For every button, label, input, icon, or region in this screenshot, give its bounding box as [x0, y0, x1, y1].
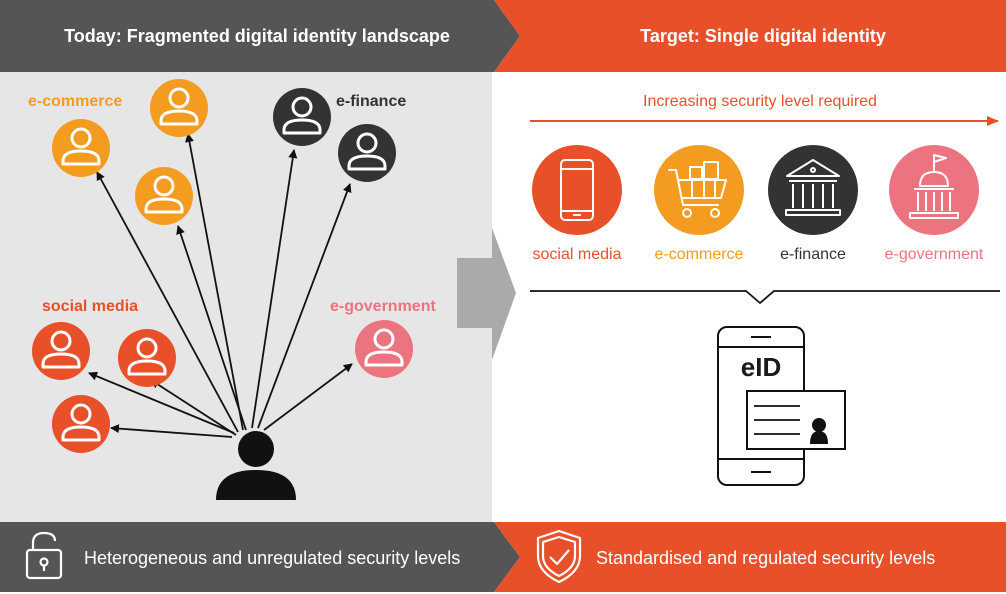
shield-check-icon	[536, 529, 582, 584]
left-footer-text: Heterogeneous and unregulated security l…	[84, 548, 460, 568]
user-circle-social	[32, 322, 90, 380]
user-circle-ecommerce	[135, 167, 193, 225]
user-circle-egov	[355, 320, 413, 378]
connection-arrows	[88, 133, 353, 438]
category-efinance: e-finance	[768, 145, 858, 263]
security-level-label: Increasing security level required	[643, 93, 877, 110]
user-circle-ecommerce	[150, 79, 208, 137]
user-circle-efinance	[338, 124, 396, 182]
user-circle-social	[52, 395, 110, 453]
left-header-bar	[0, 0, 520, 72]
left-header-title: Today: Fragmented digital identity lands…	[64, 26, 450, 46]
category-label: e-finance	[780, 246, 846, 263]
government-building-icon	[909, 154, 959, 219]
transition-arrow	[457, 228, 516, 360]
category-egovernment: e-government	[885, 145, 984, 263]
right-header-title: Target: Single digital identity	[640, 26, 886, 46]
group-label-ecommerce: e-commerce	[28, 93, 122, 110]
category-ecommerce: e-commerce	[654, 145, 744, 263]
category-label: e-commerce	[655, 246, 744, 263]
category-label: social media	[533, 246, 622, 263]
category-social-media: social media	[532, 145, 622, 263]
person-icon	[216, 431, 296, 500]
bank-icon	[785, 159, 841, 216]
group-label-social: social media	[42, 298, 138, 315]
eid-label: eID	[741, 352, 781, 382]
right-footer-bar	[494, 522, 1006, 592]
user-circle-social	[118, 329, 176, 387]
right-footer-text: Standardised and regulated security leve…	[596, 548, 935, 568]
bracket-line	[530, 290, 1000, 305]
shopping-cart-icon	[668, 161, 727, 218]
user-circle-efinance	[273, 88, 331, 146]
left-footer-bar	[0, 522, 520, 592]
phone-id-card-icon: eID	[717, 326, 846, 486]
category-label: e-government	[885, 246, 984, 263]
smartphone-icon	[560, 159, 594, 221]
right-header-bar	[494, 0, 1006, 72]
group-label-egov: e-government	[330, 298, 436, 315]
open-padlock-icon	[25, 531, 63, 580]
group-label-efinance: e-finance	[336, 93, 406, 110]
user-circle-ecommerce	[52, 119, 110, 177]
